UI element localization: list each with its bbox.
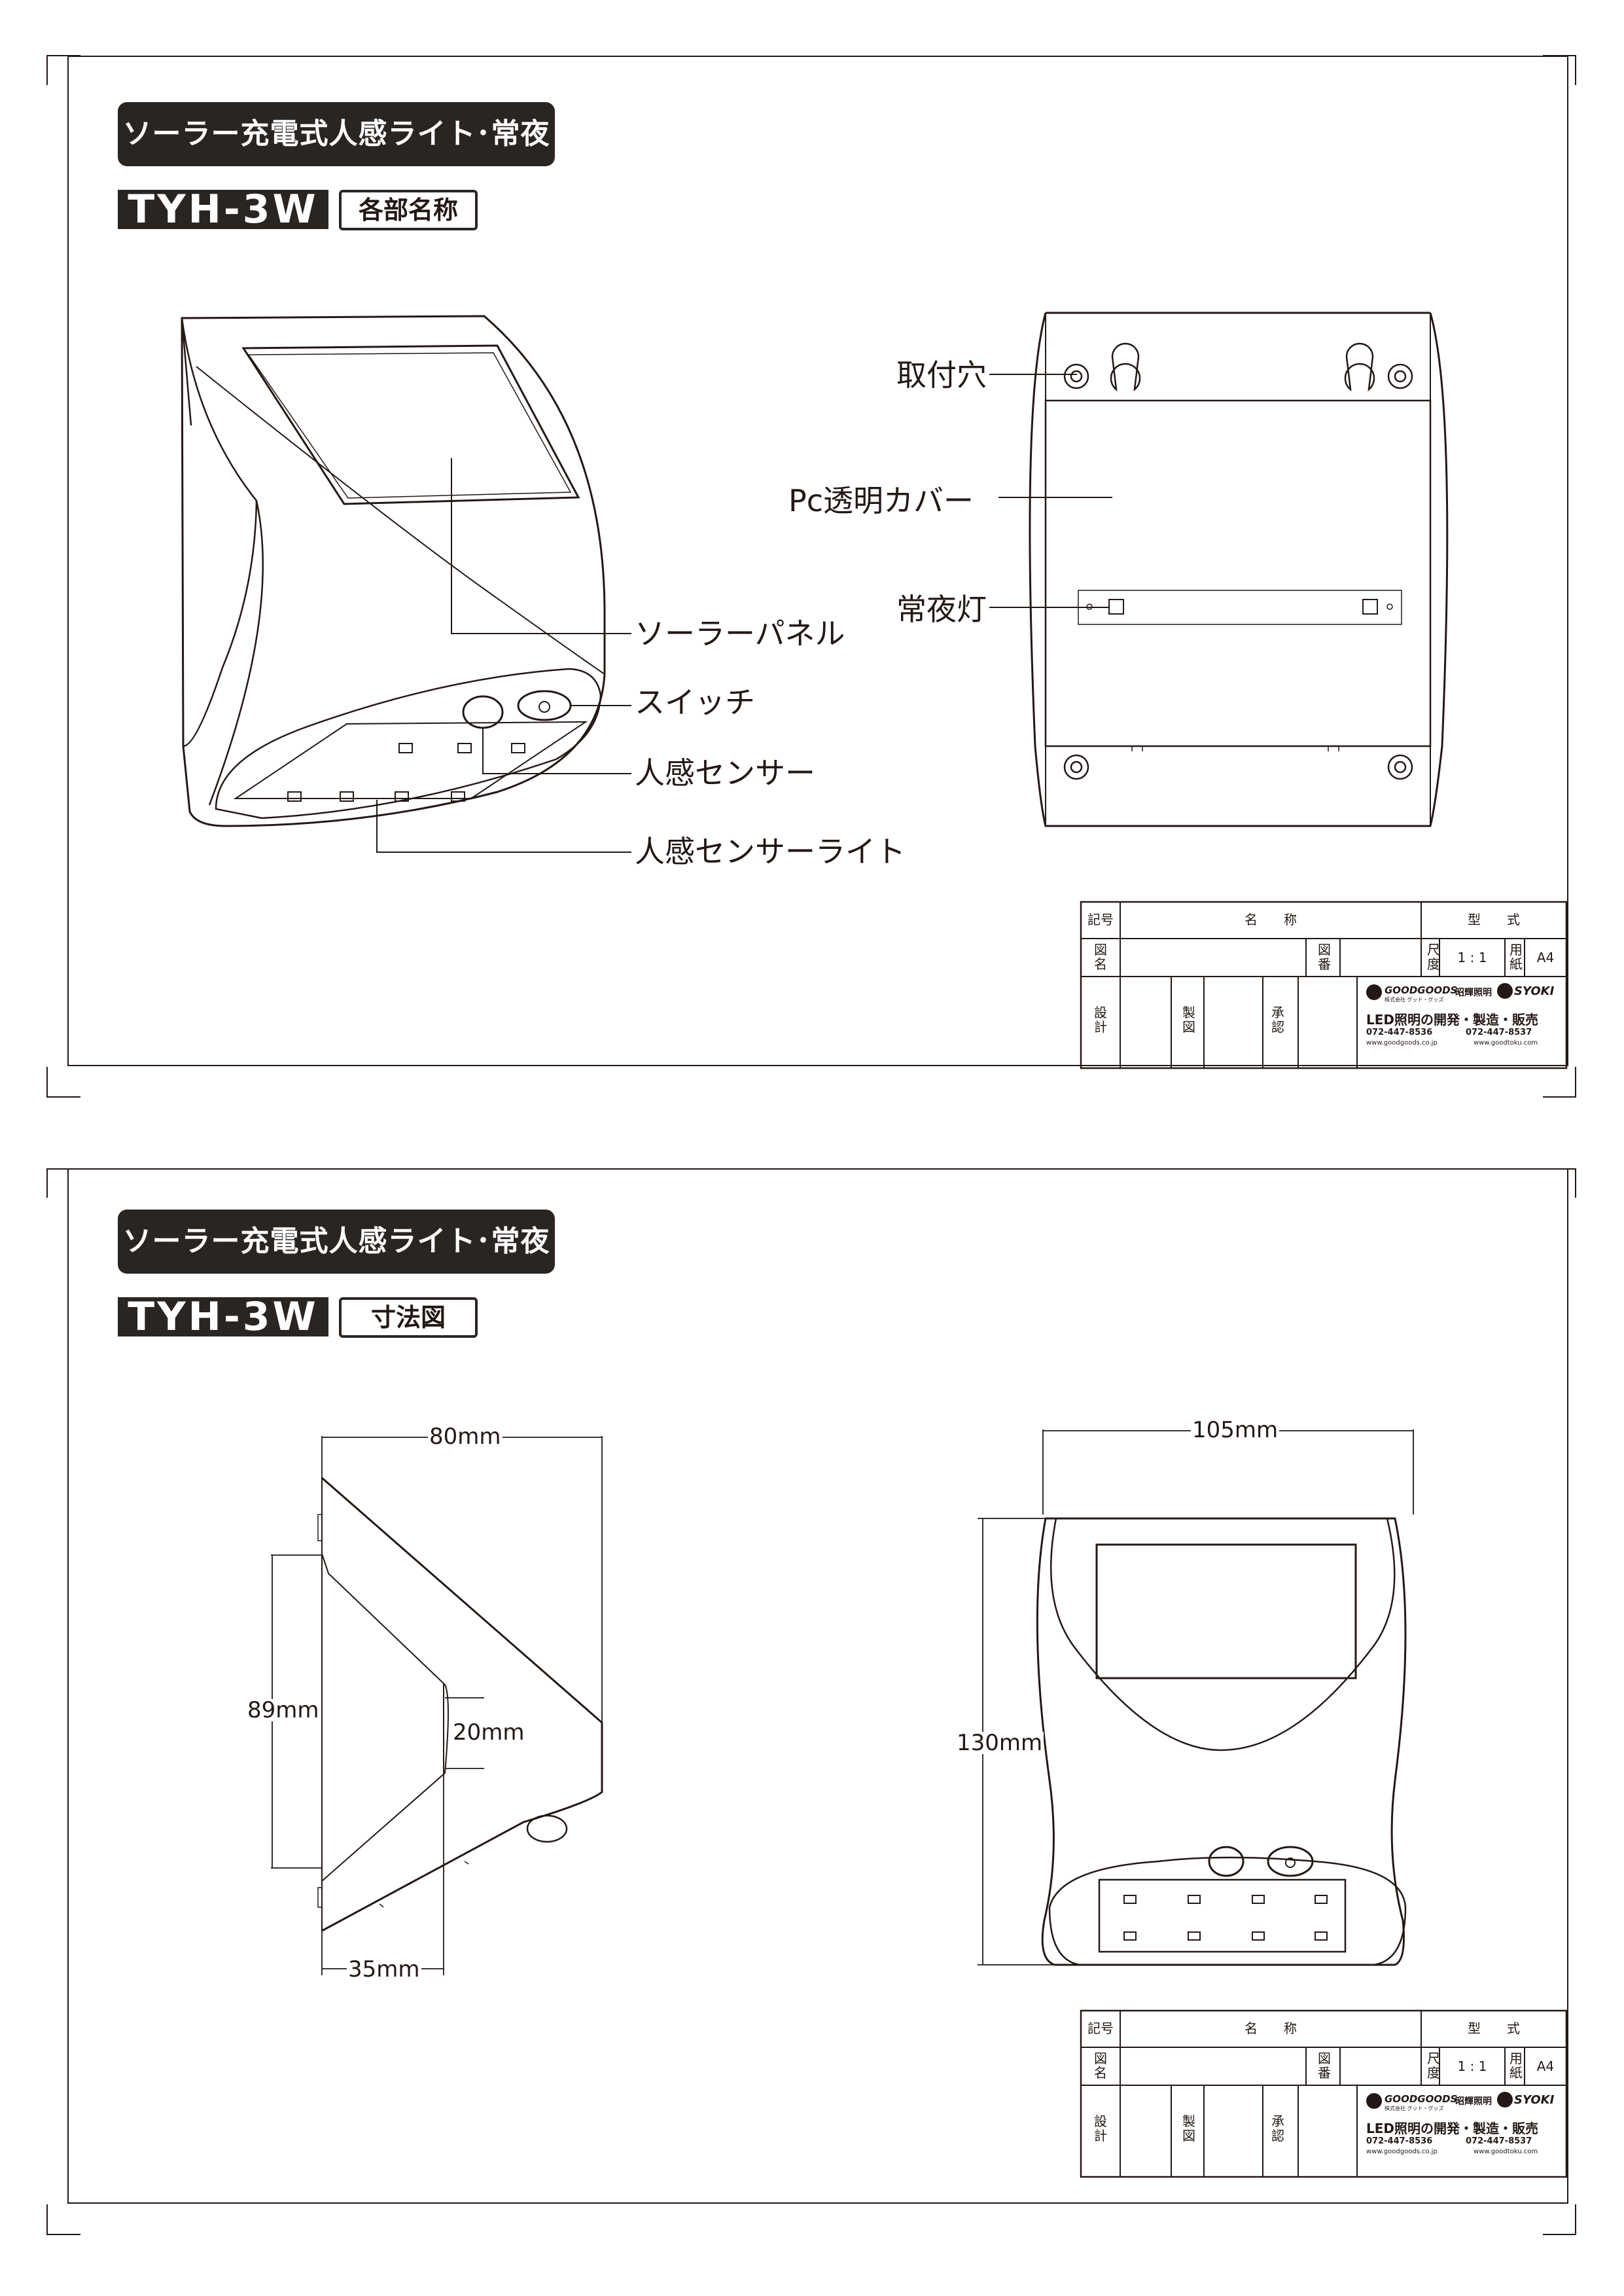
front-led-cells [1123,1895,1328,1941]
dim-depth: 80mm [428,1424,503,1450]
tb2-katashiki: 型 式 [1468,2020,1520,2036]
tagline-2: LED照明の開発・製造・販売 [1366,2121,1539,2136]
tel-number: 072-447-8536 [1366,1028,1433,1037]
goodgoods-logo-icon [1366,984,1382,1000]
tb2-seizu: 製図 [1182,2113,1195,2144]
tel-number-2: 072-447-8536 [1366,2136,1433,2146]
tb-paper: A4 [1536,950,1555,965]
title-block-2: 記号 名 称 型 式 図名 図番 尺度 1 : 1 用紙 A4 設計 製図 承認… [1081,2011,1566,2177]
tb2-sekkei: 設計 [1094,2113,1107,2144]
goodgoods-logo-icon-2 [1366,2093,1382,2109]
tb2-yoshi: 用紙 [1509,2051,1523,2081]
sheet1-drawing [46,55,1576,1098]
tb-scale: 1 : 1 [1457,950,1487,965]
syoki-logo-icon [1497,983,1513,999]
goodgoods-sub: 株式会社 グッド・グッズ [1385,997,1444,1003]
front-dimension-lines [978,1429,1414,1965]
tb2-shakudo: 尺度 [1427,2051,1440,2081]
tb-kigo: 記号 [1087,912,1114,927]
tb-katashiki: 型 式 [1468,912,1520,927]
tb-shonin: 承認 [1271,1005,1284,1035]
syoki-jp: 昭輝照明 [1455,988,1492,998]
callout-solar-panel: ソーラーパネル [635,616,845,651]
drawing-frame-2 [67,1168,1568,2204]
dim-base: 35mm [347,1956,421,1982]
tb-zumei: 図名 [1094,942,1107,972]
tb2-zumei: 図名 [1094,2051,1107,2081]
web-url-2: www.goodtoku.com [1474,1039,1538,1047]
led-cells [287,743,525,802]
dim-height: 130mm [955,1730,1044,1756]
product-title-badge-2: ソーラー充電式人感ライト･常夜灯 [118,1210,555,1322]
company-logo-block-2: GOODGOODS 株式会社 グッド・グッズ 昭輝照明 SYOKI LED照明の… [1362,2088,1565,2173]
drawing-frame [67,56,1568,1066]
tb2-meisho: 名 称 [1244,2020,1297,2036]
dimension-drawing-label: 寸法図 [339,1297,478,1338]
title-block-lines [1080,901,1568,1069]
fax-number-2: 072-447-8537 [1466,2136,1532,2146]
title-block-lines-2 [1080,2009,1568,2178]
sheet2-drawing [46,1168,1576,2235]
callout-mounting-hole: 取付穴 [896,357,987,393]
tb2-kigo: 記号 [1087,2020,1114,2036]
syoki-logo-2: SYOKI [1514,2093,1555,2107]
tb2-scale: 1 : 1 [1457,2058,1487,2074]
leader-lines [376,458,631,853]
syoki-logo: SYOKI [1514,984,1555,998]
tb-shakudo: 尺度 [1427,942,1440,972]
callout-pc-cover: Pc透明カバー [788,483,974,518]
tb2-zuban: 図番 [1318,2051,1331,2081]
perspective-view [181,315,631,853]
web-url-1-2: www.goodgoods.co.jp [1366,2148,1438,2155]
side-view [271,1436,603,1975]
product-title-badge: ソーラー充電式人感ライト･常夜灯 [118,102,555,215]
syoki-jp-2: 昭輝照明 [1455,2096,1492,2107]
side-dimension-lines [271,1436,603,1975]
tb-meisho: 名 称 [1244,912,1297,927]
tagline: LED照明の開発・製造・販売 [1366,1012,1539,1028]
dim-back-height: 89mm [246,1697,321,1723]
back-leader-lines [989,374,1112,608]
back-view [989,312,1449,827]
goodgoods-sub-2: 株式会社 グッド・グッズ [1385,2106,1444,2111]
callout-motion-sensor-light: 人感センサーライト [635,834,906,869]
goodgoods-logo-2: GOODGOODS [1385,2093,1458,2105]
tb2-paper: A4 [1536,2058,1555,2074]
dim-width: 105mm [1191,1417,1280,1443]
parts-names-label: 各部名称 [339,190,478,230]
dim-step: 20mm [451,1719,526,1746]
callout-switch: スイッチ [635,685,755,720]
web-url-1: www.goodgoods.co.jp [1366,1039,1438,1047]
sheet-dimensions: ソーラー充電式人感ライト･常夜灯 TYH-3W 寸法図 80mm 89mm 20… [0,1148,1624,2296]
callout-night-light: 常夜灯 [896,592,987,627]
sheet-parts-names: ソーラー充電式人感ライト･常夜灯 TYH-3W 各部名称 ソーラーパネル スイッ… [46,55,1576,1098]
tb-seizu: 製図 [1182,1005,1195,1035]
model-badge: TYH-3W [118,190,328,229]
tb2-shonin: 承認 [1271,2113,1284,2144]
front-view [978,1429,1414,1966]
model-badge-2: TYH-3W [118,1297,328,1336]
fax-number: 072-447-8537 [1466,1028,1532,1037]
callout-motion-sensor: 人感センサー [635,755,815,791]
title-block: 記号 名 称 型 式 図名 図番 尺度 1 : 1 用紙 A4 設計 製図 承認… [1081,902,1566,1068]
tb-zuban: 図番 [1318,942,1331,972]
tb-yoshi: 用紙 [1509,942,1523,972]
web-url-2-2: www.goodtoku.com [1474,2148,1538,2155]
tb-sekkei: 設計 [1094,1005,1107,1035]
goodgoods-logo: GOODGOODS [1385,984,1458,996]
syoki-logo-icon-2 [1497,2092,1513,2108]
company-logo-block: GOODGOODS 株式会社 グッド・グッズ 昭輝照明 SYOKI LED照明の… [1362,979,1565,1064]
